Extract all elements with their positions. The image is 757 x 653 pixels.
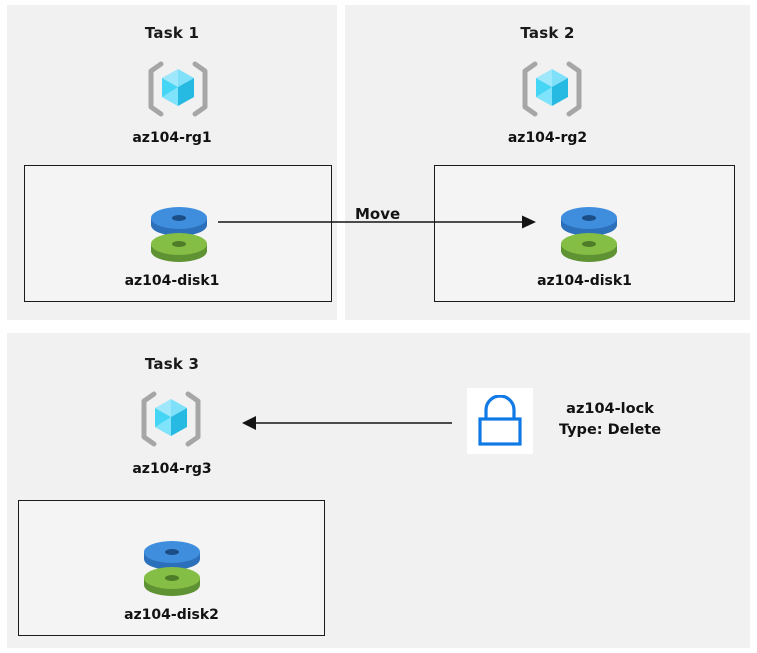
lock-label-block: az104-lock Type: Delete — [540, 399, 680, 441]
lock-type: Type: Delete — [558, 422, 662, 438]
move-arrow — [218, 215, 536, 229]
managed-disk-icon — [139, 536, 205, 598]
managed-disk-icon — [556, 202, 622, 264]
task-panel-task3: Task 3 az104-rg3 az — [7, 333, 750, 648]
task-title-task2: Task 2 — [520, 24, 575, 42]
resource-group-label-task1: az104-rg1 — [132, 130, 212, 146]
lock-tile — [467, 388, 533, 454]
resource-group-label-task3: az104-rg3 — [132, 461, 212, 477]
task-panel-task2: Task 2 az104-rg2 az — [345, 5, 750, 320]
resource-group-label-task2: az104-rg2 — [507, 130, 588, 146]
resource-group-cube-icon — [138, 386, 204, 452]
lock-name: az104-lock — [566, 401, 654, 417]
task-title-task1: Task 1 — [144, 24, 200, 42]
task-title-task3: Task 3 — [144, 355, 200, 373]
disk-label-task3: az104-disk2 — [124, 607, 219, 623]
task-panel-task1: Task 1 az104-rg1 — [7, 5, 337, 320]
disk-label-task1: az104-disk1 — [124, 273, 220, 289]
resource-group-cube-icon — [519, 56, 585, 122]
lock-arrow — [242, 416, 452, 430]
managed-disk-icon — [146, 202, 212, 264]
move-arrow-label: Move — [355, 205, 401, 223]
disk-label-task2: az104-disk1 — [537, 273, 632, 289]
padlock-icon — [478, 395, 522, 446]
resource-group-cube-icon — [145, 56, 211, 122]
